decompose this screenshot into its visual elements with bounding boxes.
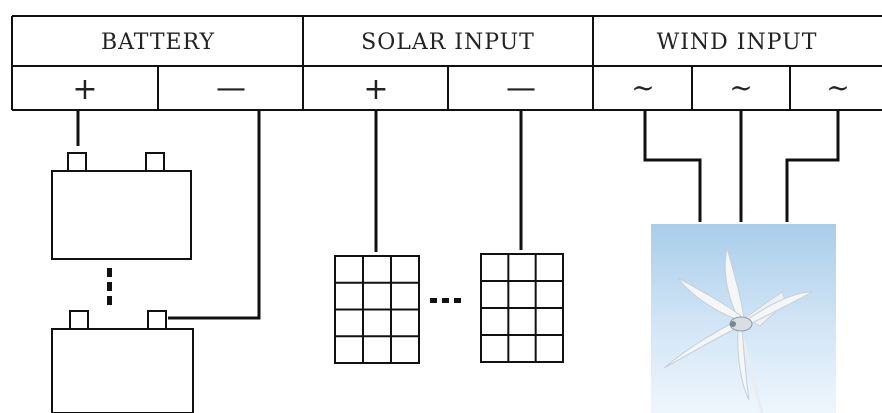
solar-panel-right xyxy=(480,253,564,363)
battery-bottom xyxy=(51,310,194,413)
battery-top-body xyxy=(51,170,192,260)
wind-phase-2-terminal: ~ xyxy=(729,71,752,104)
solar-positive-terminal: + xyxy=(363,72,388,107)
battery-bottom-positive-post xyxy=(69,310,89,330)
solar-panel-left xyxy=(334,255,420,364)
battery-top-negative-post xyxy=(145,152,165,172)
battery-negative-terminal: — xyxy=(216,71,246,106)
wind-phase-1-terminal: ~ xyxy=(631,71,654,104)
battery-negative-wire xyxy=(168,110,261,320)
battery-top xyxy=(51,152,192,260)
wind-input-header: WIND INPUT xyxy=(657,30,818,55)
wind-phase-3-terminal: ~ xyxy=(826,71,849,104)
battery-header: BATTERY xyxy=(101,30,215,55)
wind-phase-1-wire xyxy=(643,110,702,222)
battery-top-positive-post xyxy=(67,152,87,172)
battery-bottom-body xyxy=(51,328,194,413)
battery-ellipsis xyxy=(107,268,112,305)
wiring xyxy=(76,110,840,320)
battery-positive-terminal: + xyxy=(72,72,97,107)
wind-phase-3-wire xyxy=(785,110,840,222)
wind-turbine-icon xyxy=(651,224,836,413)
battery-bottom-negative-post xyxy=(147,310,167,330)
solar-ellipsis xyxy=(430,298,461,303)
terminal-block xyxy=(11,15,882,111)
solar-input-header: SOLAR INPUT xyxy=(361,30,535,55)
solar-negative-terminal: — xyxy=(506,71,536,106)
